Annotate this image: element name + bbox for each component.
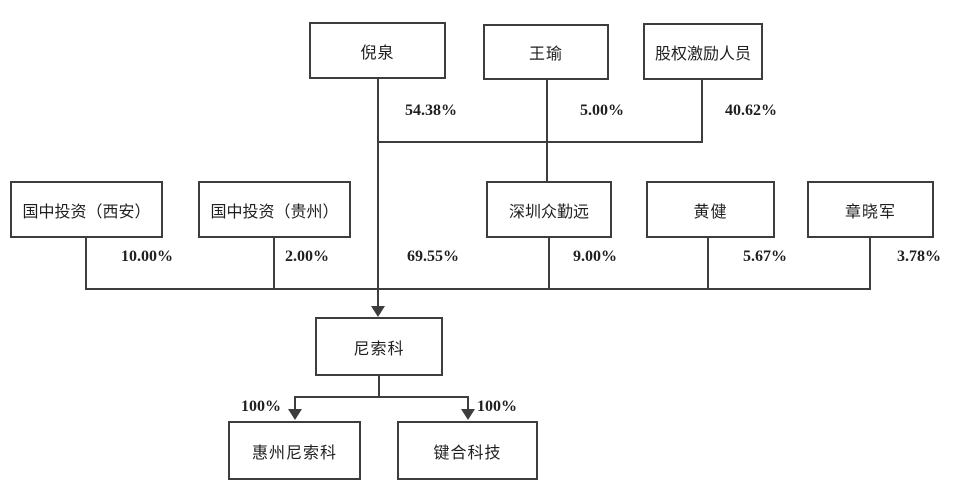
edge-jianhe-vertical	[467, 396, 469, 410]
arrow-into-nisuoke	[371, 306, 385, 317]
node-guozhong-xian: 国中投资（西安）	[10, 181, 163, 238]
edge-huizhou-vertical	[294, 396, 296, 410]
node-niquan: 倪泉	[309, 22, 446, 79]
node-wangyu: 王瑜	[483, 24, 609, 80]
pct-incentive-to-zqy: 40.62%	[725, 102, 777, 119]
node-incentive-personnel: 股权激励人员	[643, 23, 763, 80]
edge-huangjian-vertical	[707, 238, 709, 290]
node-huizhou-nisuoke: 惠州尼索科	[228, 421, 361, 480]
edge-zhangxiaojun-vertical	[869, 238, 871, 290]
edge-incentive-vertical	[701, 80, 703, 143]
node-huangjian-label: 黄健	[693, 203, 728, 221]
node-nisuoke: 尼索科	[315, 317, 443, 376]
edge-nisuoke-vertical	[378, 376, 380, 397]
node-zhongqinyuan: 深圳众勤远	[486, 181, 612, 238]
pct-niquan-to-nsk: 69.55%	[407, 248, 459, 265]
arrow-into-jianhe	[461, 409, 475, 420]
node-huangjian: 黄健	[646, 181, 775, 238]
arrow-into-huizhou	[288, 409, 302, 420]
pct-xian-to-nsk: 10.00%	[121, 248, 173, 265]
node-jianhe-keji: 键合科技	[397, 421, 538, 480]
node-wangyu-label: 王瑜	[528, 46, 563, 63]
node-guozhong-guizhou-label: 国中投资（贵州）	[210, 203, 339, 221]
node-guozhong-guizhou: 国中投资（贵州）	[198, 181, 351, 238]
node-zhangxiaojun: 章晓军	[807, 181, 934, 238]
edge-niquan-vertical	[377, 79, 379, 307]
edge-main-bus	[85, 288, 871, 290]
node-guozhong-xian-label: 国中投资（西安）	[22, 203, 151, 221]
edge-subsidiary-split	[294, 396, 469, 398]
pct-zhangxiaojun-to-nsk: 3.78%	[897, 248, 941, 265]
edge-wangyu-vertical	[546, 80, 548, 181]
pct-wangyu-to-zqy: 5.00%	[580, 102, 624, 119]
node-zhongqinyuan-label: 深圳众勤远	[508, 203, 589, 221]
node-niquan-label: 倪泉	[360, 44, 395, 62]
edge-top-bus	[377, 141, 703, 143]
node-incentive-personnel-label: 股权激励人员	[654, 45, 751, 63]
pct-huangjian-to-nsk: 5.67%	[743, 248, 787, 265]
pct-guizhou-to-nsk: 2.00%	[285, 248, 329, 265]
edge-xian-vertical	[85, 238, 87, 290]
node-huizhou-nisuoke-label: 惠州尼索科	[251, 444, 337, 462]
pct-nsk-to-jianhe: 100%	[477, 398, 517, 415]
node-zhangxiaojun-label: 章晓军	[844, 203, 896, 221]
edge-guizhou-vertical	[273, 238, 275, 290]
node-nisuoke-label: 尼索科	[353, 340, 405, 358]
node-jianhe-keji-label: 键合科技	[433, 444, 502, 462]
pct-niquan-to-zqy: 54.38%	[405, 102, 457, 119]
edge-zqy-vertical	[548, 238, 550, 290]
pct-nsk-to-huizhou: 100%	[241, 398, 281, 415]
pct-zqy-to-nsk: 9.00%	[573, 248, 617, 265]
